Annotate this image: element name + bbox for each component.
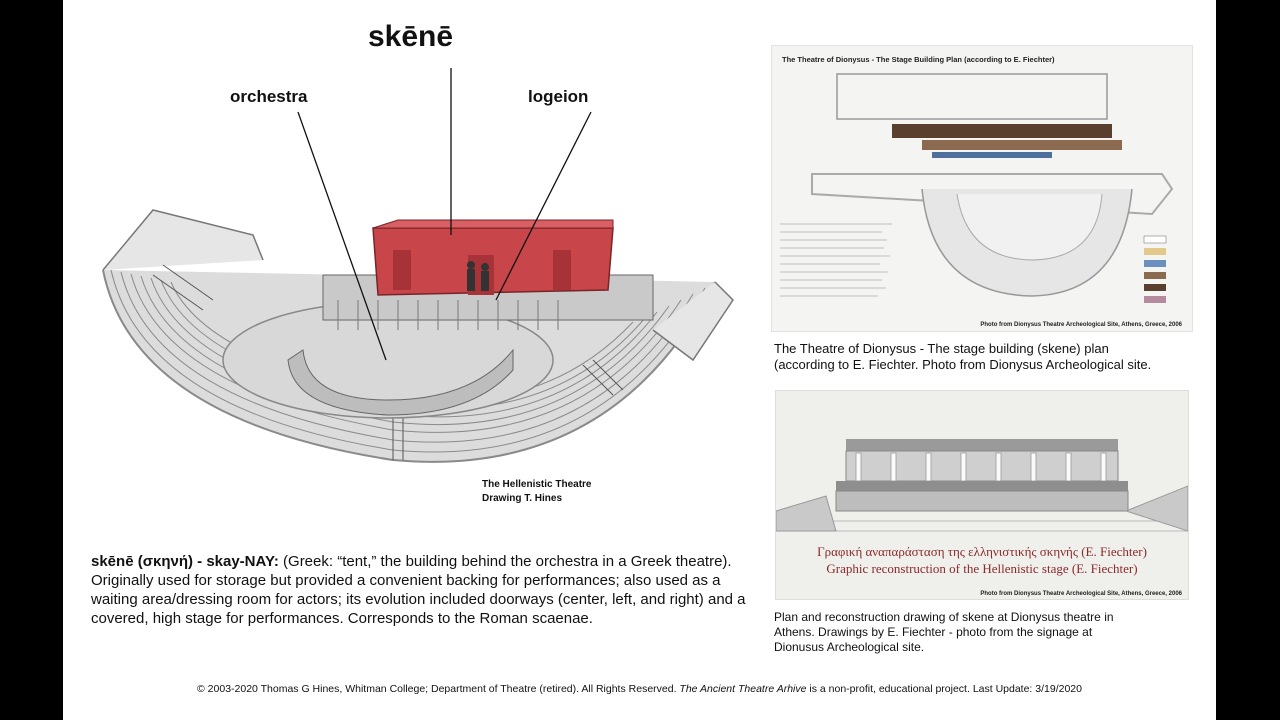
hellenistic-theatre-drawing xyxy=(102,68,734,463)
right-analemma xyxy=(652,281,734,362)
proskenion-columns xyxy=(337,300,559,330)
theatre-caption-title: The Hellenistic Theatre xyxy=(482,479,592,490)
copyright-footer: © 2003-2020 Thomas G Hines, Whitman Coll… xyxy=(63,683,1216,695)
skene-label: skēnē xyxy=(368,20,454,53)
plan-drawing xyxy=(780,73,1174,303)
reconstruction-photo: Γραφική αναπαράσταση της ελληνιστικής σκ… xyxy=(775,390,1189,600)
english-title: Graphic reconstruction of the Hellenisti… xyxy=(826,561,1138,576)
recon-photo-credit: Photo from Dionysus Theatre Archeologica… xyxy=(980,591,1182,597)
plan-caption-line-1: The Theatre of Dionysus - The stage buil… xyxy=(774,341,1109,356)
reconstruction-titles: Γραφική αναπαράσταση της ελληνιστικής σκ… xyxy=(776,543,1188,577)
logeion-label: logeion xyxy=(528,87,589,106)
plan-caption: The Theatre of Dionysus - The stage buil… xyxy=(774,341,1151,373)
footer-archive-name: The Ancient Theatre Arhive xyxy=(679,683,807,695)
slide-page: skēnē orchestra logeion xyxy=(63,0,1216,720)
definition-body: (Greek: “tent,” the building behind the … xyxy=(91,553,746,627)
footer-tail: is a non-profit, educational project. La… xyxy=(806,683,1082,695)
recon-caption-line-1: Plan and reconstruction drawing of skene… xyxy=(774,610,1114,624)
recon-caption-line-2: Athens. Drawings by E. Fiechter - photo … xyxy=(774,625,1093,639)
plan-photo-title: The Theatre of Dionysus - The Stage Buil… xyxy=(782,55,1055,64)
recon-caption-line-3: Dionusus Archeological site. xyxy=(774,640,925,654)
orchestra-parapet xyxy=(287,348,514,416)
theatre-caption-credit: Drawing T. Hines xyxy=(482,493,563,504)
definition-term: skēnē (σκηνή) - skay-NAY: xyxy=(91,553,279,570)
greek-title: Γραφική αναπαράσταση της ελληνιστικής σκ… xyxy=(817,544,1147,559)
stage-building-plan-photo: The Theatre of Dionysus - The Stage Buil… xyxy=(771,45,1193,332)
plan-caption-line-2: (according to E. Fiechter. Photo from Di… xyxy=(774,357,1152,372)
stoa-reconstruction-drawing xyxy=(776,439,1188,532)
recon-caption: Plan and reconstruction drawing of skene… xyxy=(774,610,1114,655)
orchestra-label: orchestra xyxy=(230,87,308,106)
footer-copyright: © 2003-2020 Thomas G Hines, Whitman Coll… xyxy=(197,683,680,695)
actor-figures xyxy=(467,261,489,291)
skene-definition: skēnē (σκηνή) - skay-NAY: (Greek: “tent,… xyxy=(91,552,749,628)
leader-lines xyxy=(297,68,592,361)
plan-photo-credit: Photo from Dionysus Theatre Archeologica… xyxy=(980,322,1182,328)
skene-roof xyxy=(372,219,614,229)
plan-legend-swatches xyxy=(1143,235,1167,303)
left-analemma xyxy=(102,209,264,271)
theatre-drawing-caption: The Hellenistic Theatre Drawing T. Hines xyxy=(482,478,591,506)
